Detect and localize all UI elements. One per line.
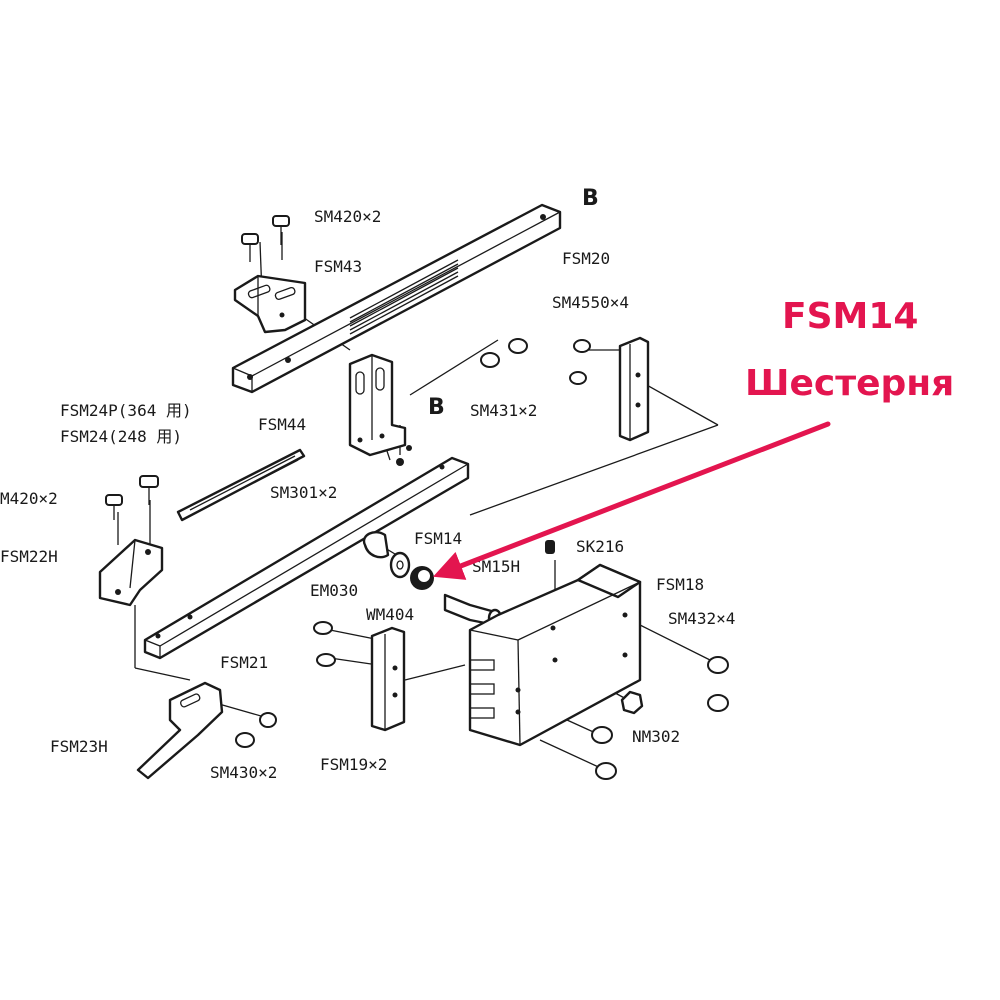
label-sm431: SM431×2 <box>470 401 537 420</box>
callout-part-name: Шестерня <box>745 363 954 404</box>
label-b-top: B <box>582 186 599 211</box>
label-fsm22h: FSM22H <box>0 547 58 566</box>
part-fsm19-plate <box>370 626 406 732</box>
label-wm404: WM404 <box>366 605 414 624</box>
part-fsm44-bracket <box>348 353 407 457</box>
label-fsm20: FSM20 <box>562 249 610 268</box>
screws-sm420-top <box>241 215 290 262</box>
label-sm432: SM432×4 <box>668 609 735 628</box>
label-sm420-top: SM420×2 <box>314 207 381 226</box>
label-fsm14: FSM14 <box>414 529 462 548</box>
screws-sm430 <box>235 712 277 748</box>
part-em030-clip <box>362 531 390 559</box>
screws-sm420-left <box>105 475 159 520</box>
label-sk216: SK216 <box>576 537 624 556</box>
part-fsm43-bracket <box>233 274 307 334</box>
screws-sm4550 <box>569 339 591 385</box>
part-fsm23h-bracket <box>136 681 224 780</box>
label-sm301: SM301×2 <box>270 483 337 502</box>
label-fsm23h: FSM23H <box>50 737 108 756</box>
label-b-mid: B <box>428 395 445 420</box>
part-plate-right <box>618 336 650 442</box>
part-fsm20-rack <box>231 203 562 394</box>
part-fsm14-gear <box>410 566 434 590</box>
label-fsm24p: FSM24P(364 用) <box>60 401 192 420</box>
label-fsm43: FSM43 <box>314 257 362 276</box>
label-fsm21: FSM21 <box>220 653 268 672</box>
callout-part-code: FSM14 <box>782 296 918 337</box>
label-em030: EM030 <box>310 581 358 600</box>
part-nm302-nut <box>620 690 644 715</box>
callout: FSM14 Шестерня <box>433 296 954 580</box>
label-sm15h: SM15H <box>472 557 520 576</box>
label-nm302: NM302 <box>632 727 680 746</box>
label-sm420-left: M420×2 <box>0 489 58 508</box>
screws-sm432 <box>591 656 729 780</box>
part-sk216-setscrew <box>545 540 555 554</box>
part-fsm24-rod <box>176 448 306 522</box>
callout-arrow <box>433 421 831 580</box>
part-fsm18-block <box>468 563 642 747</box>
label-fsm24: FSM24(248 用) <box>60 427 182 446</box>
label-sm4550: SM4550×4 <box>552 293 629 312</box>
part-wm404-washer <box>389 551 411 579</box>
part-fsm22h-bracket <box>98 538 164 607</box>
label-fsm18: FSM18 <box>656 575 704 594</box>
rack-teeth <box>349 259 459 335</box>
label-sm430: SM430×2 <box>210 763 277 782</box>
screws-sm301 <box>396 445 412 466</box>
part-fsm21-bar <box>143 456 470 660</box>
label-fsm44: FSM44 <box>258 415 306 434</box>
label-fsm19: FSM19×2 <box>320 755 387 774</box>
screws-sm431 <box>480 338 528 368</box>
part-labels: B SM420×2 FSM43 FSM20 SM4550×4 FSM24P(36… <box>0 186 735 782</box>
screws-fsm19 <box>313 621 336 667</box>
